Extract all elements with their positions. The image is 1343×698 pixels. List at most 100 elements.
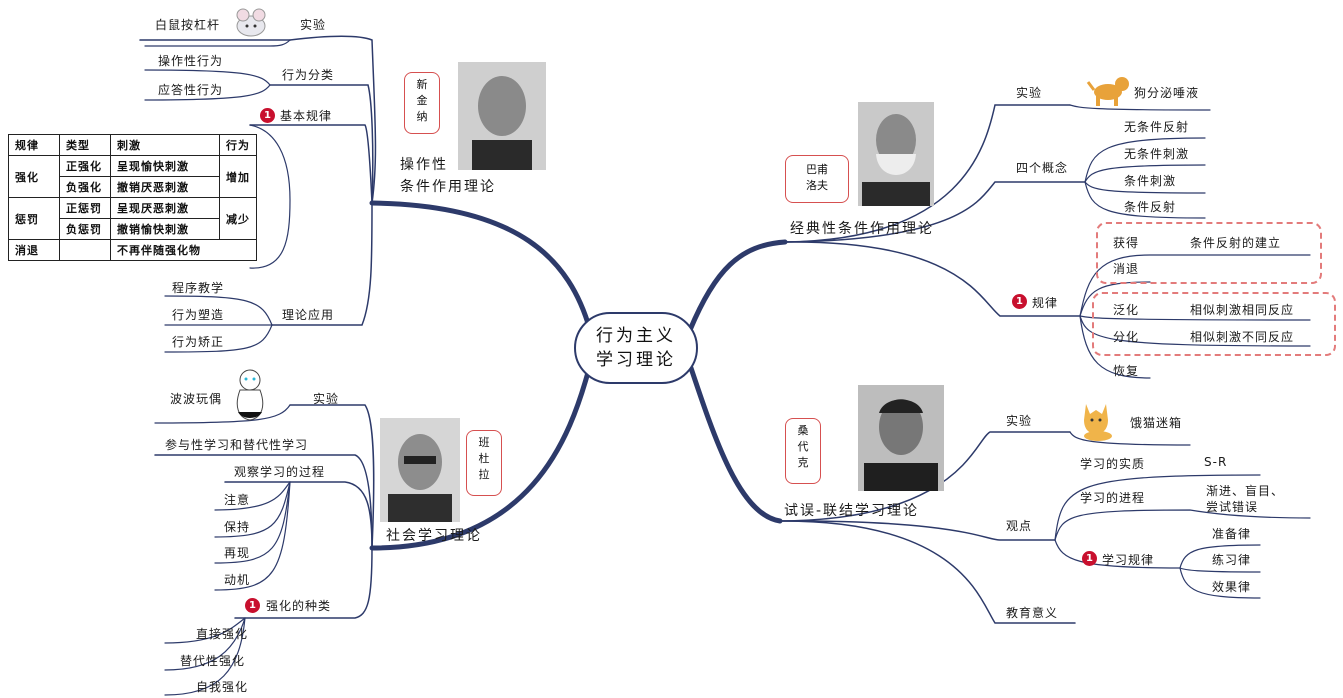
bandura-reinforcement-badge: 1	[245, 598, 260, 613]
table-header: 规律	[8, 134, 60, 156]
bandura-reinforcement-label: 强化的种类	[266, 599, 332, 613]
table-cell: 正惩罚	[59, 197, 111, 219]
table-cell: 呈现愉快刺激	[110, 155, 220, 177]
thorndike-name-box: 桑 代 克	[785, 418, 821, 484]
rule-desc: 相似刺激相同反应	[1190, 303, 1295, 317]
table-cell: 撤销厌恶刺激	[110, 176, 220, 198]
reinforcement-rules-table: 规律 类型 刺激 行为 强化 正强化 呈现愉快刺激 增加 负强化 撤销厌恶刺激 …	[8, 134, 257, 261]
law-item: 练习律	[1212, 553, 1252, 567]
pavlov-experiment-item: 狗分泌唾液	[1134, 86, 1200, 100]
skinner-title-line1: 操作性	[400, 157, 448, 173]
application-item: 行为塑造	[172, 308, 225, 322]
skinner-name-box: 新 金 纳	[404, 72, 440, 134]
process-label: 学习的进程	[1080, 491, 1146, 505]
reinforcement-item: 替代性强化	[180, 654, 246, 668]
application-label: 理论应用	[282, 308, 335, 322]
bandura-experiment-label: 实验	[313, 392, 340, 406]
pavlov-portrait	[858, 102, 934, 206]
concept-item: 无条件反射	[1124, 120, 1190, 134]
table-cell: 消退	[8, 239, 60, 261]
thorndike-name-char: 代	[797, 440, 809, 453]
behavior-type-item: 操作性行为	[158, 54, 224, 68]
table-row: 强化 正强化 呈现愉快刺激 增加	[8, 155, 257, 198]
application-item: 行为矫正	[172, 335, 225, 349]
bandura-name-box: 班 杜 拉	[466, 430, 502, 496]
rule-name: 消退	[1113, 262, 1140, 276]
skinner-name-char: 新	[416, 78, 428, 91]
center-line2: 学习理论	[596, 350, 676, 370]
rule-name: 获得	[1113, 236, 1140, 250]
thorndike-name-char: 克	[797, 456, 809, 469]
concept-item: 条件反射	[1124, 200, 1177, 214]
skinner-title-line2: 条件作用理论	[400, 179, 496, 195]
process-value-line1: 渐进、盲目、	[1206, 484, 1285, 498]
application-item: 程序教学	[172, 281, 225, 295]
table-cell: 增加	[219, 155, 257, 198]
table-cell: 负强化	[59, 176, 111, 198]
table-cell: 负惩罚	[59, 218, 111, 240]
rule-desc: 条件反射的建立	[1190, 236, 1282, 250]
dog-icon	[1086, 72, 1132, 108]
pavlov-name-line: 洛夫	[806, 179, 828, 192]
concept-item: 无条件刺激	[1124, 147, 1190, 161]
rule-desc: 相似刺激不同反应	[1190, 330, 1295, 344]
behavior-types-label: 行为分类	[282, 68, 335, 82]
essence-label: 学习的实质	[1080, 457, 1146, 471]
table-header: 刺激	[110, 134, 220, 156]
reinforcement-item: 直接强化	[196, 627, 249, 641]
table-cell	[59, 239, 111, 261]
table-row: 惩罚 正惩罚 呈现厌恶刺激 减少	[8, 197, 257, 240]
thorndike-portrait	[858, 385, 944, 491]
skinner-experiment-label: 实验	[300, 18, 327, 32]
pavlov-title: 经典性条件作用理论	[790, 221, 934, 237]
pavlov-rules-label: 规律	[1032, 296, 1059, 310]
process-value-line2: 尝试错误	[1206, 500, 1259, 514]
bandura-title: 社会学习理论	[386, 528, 482, 544]
concept-item: 条件刺激	[1124, 174, 1177, 188]
education-label: 教育意义	[1006, 606, 1059, 620]
observation-item: 注意	[224, 493, 251, 507]
table-cell: 不再伴随强化物	[110, 239, 257, 261]
laws-label: 学习规律	[1102, 553, 1155, 567]
law-item: 准备律	[1212, 527, 1252, 541]
views-label: 观点	[1006, 519, 1033, 533]
reinforcement-item: 自我强化	[196, 680, 249, 694]
thorndike-experiment-label: 实验	[1006, 414, 1033, 428]
center-topic[interactable]: 行为主义 学习理论	[574, 312, 698, 384]
observation-item: 保持	[224, 520, 251, 534]
table-cell: 呈现厌恶刺激	[110, 197, 220, 219]
table-cell: 正强化	[59, 155, 111, 177]
bobo-doll-icon	[232, 366, 268, 424]
table-cell: 惩罚	[8, 197, 60, 240]
thorndike-experiment-item: 饿猫迷箱	[1130, 416, 1183, 430]
table-row: 消退 不再伴随强化物	[8, 239, 257, 261]
skinner-rules-label: 基本规律	[280, 109, 333, 123]
table-cell: 强化	[8, 155, 60, 198]
table-row: 规律 类型 刺激 行为	[8, 134, 257, 156]
thorndike-name-char: 桑	[797, 424, 809, 437]
concepts-label: 四个概念	[1016, 161, 1069, 175]
bandura-name-char: 拉	[478, 468, 490, 481]
pavlov-name-box: 巴甫 洛夫	[785, 155, 849, 203]
bandura-portrait	[380, 418, 460, 522]
table-cell: 减少	[219, 197, 257, 240]
essence-value: S-R	[1204, 455, 1228, 469]
table-row: 负强化 撤销厌恶刺激	[9, 176, 257, 198]
skinner-experiment-item: 白鼠按杠杆	[155, 18, 221, 32]
table-row: 负惩罚 撤销愉快刺激	[9, 218, 257, 240]
observation-label: 观察学习的过程	[234, 465, 326, 479]
skinner-portrait	[458, 62, 546, 170]
table-header: 类型	[59, 134, 111, 156]
table-header: 行为	[219, 134, 257, 156]
pavlov-experiment-label: 实验	[1016, 86, 1043, 100]
skinner-name-char: 金	[416, 94, 428, 107]
pavlov-name-line: 巴甫	[806, 163, 828, 176]
cat-icon	[1076, 396, 1118, 442]
observation-item: 再现	[224, 546, 251, 560]
behavior-type-item: 应答性行为	[158, 83, 224, 97]
acquisition-group-box	[1096, 222, 1322, 284]
generalization-group-box	[1092, 292, 1336, 356]
skinner-rules-badge: 1	[260, 108, 275, 123]
thorndike-laws-badge: 1	[1082, 551, 1097, 566]
